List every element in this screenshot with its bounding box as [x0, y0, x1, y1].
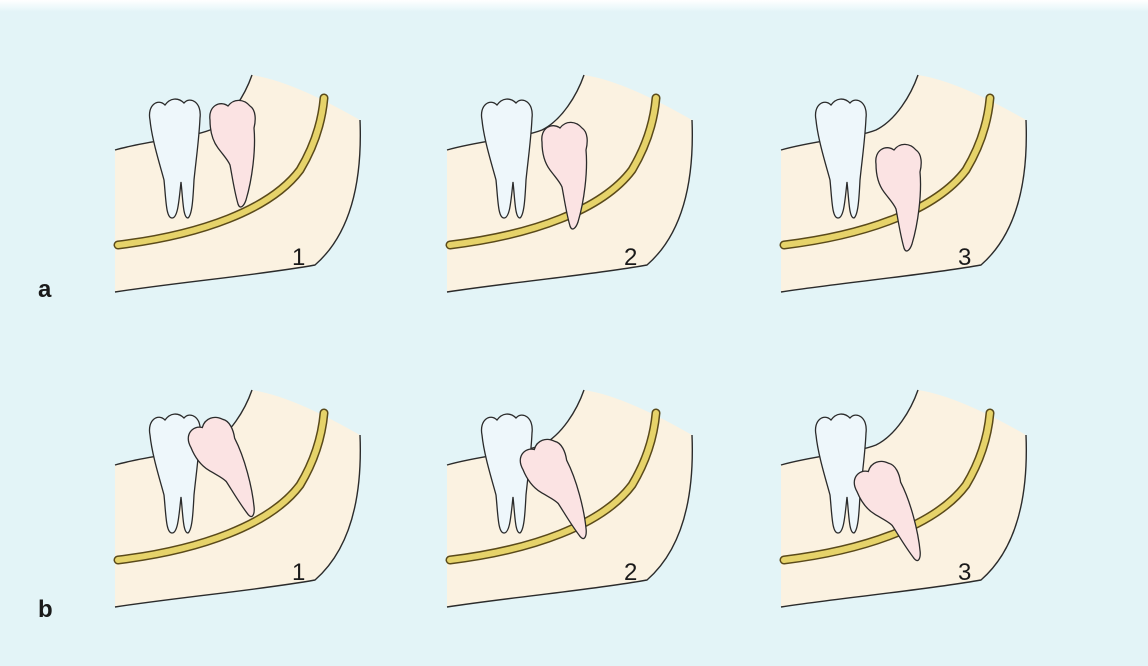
panel-a-2: 2: [442, 60, 704, 295]
panel-a-1: 1: [110, 60, 372, 295]
panel-number: 1: [292, 244, 305, 271]
panel-number: 3: [958, 244, 971, 271]
panel-number: 2: [624, 559, 637, 586]
row-label-b: b: [38, 596, 53, 624]
row-label-a: a: [38, 276, 51, 304]
panel-b-1: 1: [110, 375, 372, 610]
panel-a-3: 3: [776, 60, 1038, 295]
jaw-diagram: 1: [110, 375, 372, 610]
top-border-strip: [0, 0, 1148, 12]
jaw-diagram: 2: [442, 60, 704, 295]
panel-number: 2: [624, 244, 637, 271]
panel-number: 3: [958, 559, 971, 586]
jaw-diagram: 3: [776, 60, 1038, 295]
jaw-diagram: 2: [442, 375, 704, 610]
panel-b-2: 2: [442, 375, 704, 610]
jaw-diagram: 3: [776, 375, 1038, 610]
panel-number: 1: [292, 559, 305, 586]
panel-b-3: 3: [776, 375, 1038, 610]
jaw-diagram: 1: [110, 60, 372, 295]
